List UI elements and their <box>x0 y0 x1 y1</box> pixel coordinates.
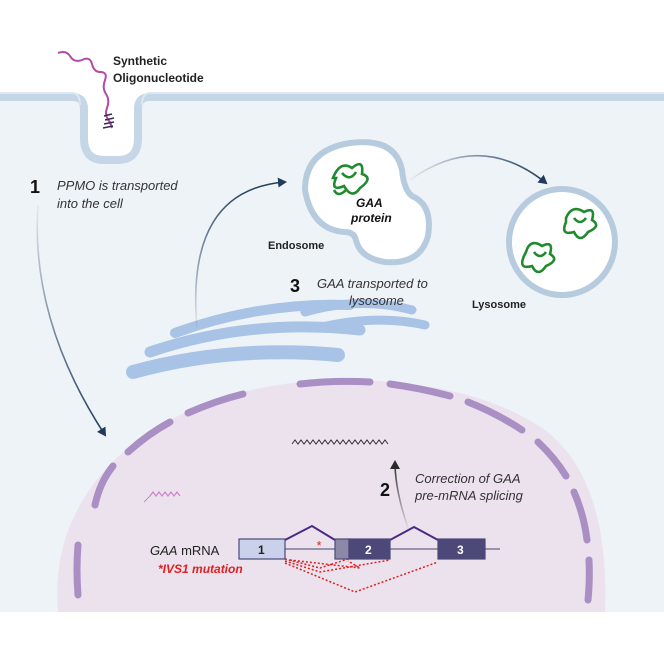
er-to-endosome-arrow <box>194 177 287 329</box>
mrna-suffix: mRNA <box>177 543 219 558</box>
step1-text-line2: into the cell <box>57 196 124 211</box>
mature-mrna-squiggle <box>291 439 389 445</box>
oligo-label-line1: Synthetic <box>113 54 167 68</box>
exon-2-alt-region <box>334 538 350 560</box>
mutation-asterisk: * <box>316 538 322 553</box>
step3-text-line2: lysosome <box>349 293 404 308</box>
aberrant-splicing-lines <box>284 558 439 593</box>
cell-membrane-inner <box>0 92 664 106</box>
cell-membrane <box>0 93 664 164</box>
step2-text-line2: pre-mRNA splicing <box>414 488 524 503</box>
endosome-to-lysosome-arrow <box>409 154 548 185</box>
endosome-protein-line2: protein <box>350 211 392 225</box>
mrna-label: GAA mRNA <box>150 543 220 558</box>
nuclear-oligonucleotide <box>149 491 181 497</box>
step3-number: 3 <box>290 276 300 296</box>
exon-2-label: 2 <box>365 543 372 557</box>
lysosome-protein-icon-2 <box>520 241 556 274</box>
nuclear-envelope-segments <box>73 377 593 604</box>
exon-1-label: 1 <box>258 543 265 557</box>
step2-text-line1: Correction of GAA <box>415 471 521 486</box>
lysosome <box>506 186 618 298</box>
exon-3 <box>437 538 486 560</box>
lysosome-label: Lysosome <box>472 299 526 311</box>
oligo-label-line2: Oligonucleotide <box>113 71 204 85</box>
canonical-splice-junction-2 <box>389 525 439 541</box>
step1-arrow <box>36 204 107 437</box>
step3-text-line1: GAA transported to <box>317 276 428 291</box>
lysosome-protein-icon-1 <box>562 207 598 240</box>
step1-number: 1 <box>30 177 40 197</box>
endosome-protein-icon <box>331 162 369 196</box>
step1-text-line1: PPMO is transported <box>57 178 178 193</box>
endosome-protein-line1: GAA <box>356 196 383 210</box>
exon-3-label: 3 <box>457 543 464 557</box>
canonical-splice-junction-1 <box>284 524 336 541</box>
mrna-gene: GAA <box>150 543 177 558</box>
oligonucleotide-strand <box>57 51 113 129</box>
exon-1 <box>238 538 286 560</box>
step2-arrow <box>390 460 409 529</box>
endoplasmic-reticulum <box>126 298 430 379</box>
exon-2 <box>348 538 391 560</box>
endosome-label: Endosome <box>268 240 324 252</box>
mutation-label: *IVS1 mutation <box>158 562 243 576</box>
oligonucleotide-bases <box>102 113 115 129</box>
step2-number: 2 <box>380 480 390 500</box>
